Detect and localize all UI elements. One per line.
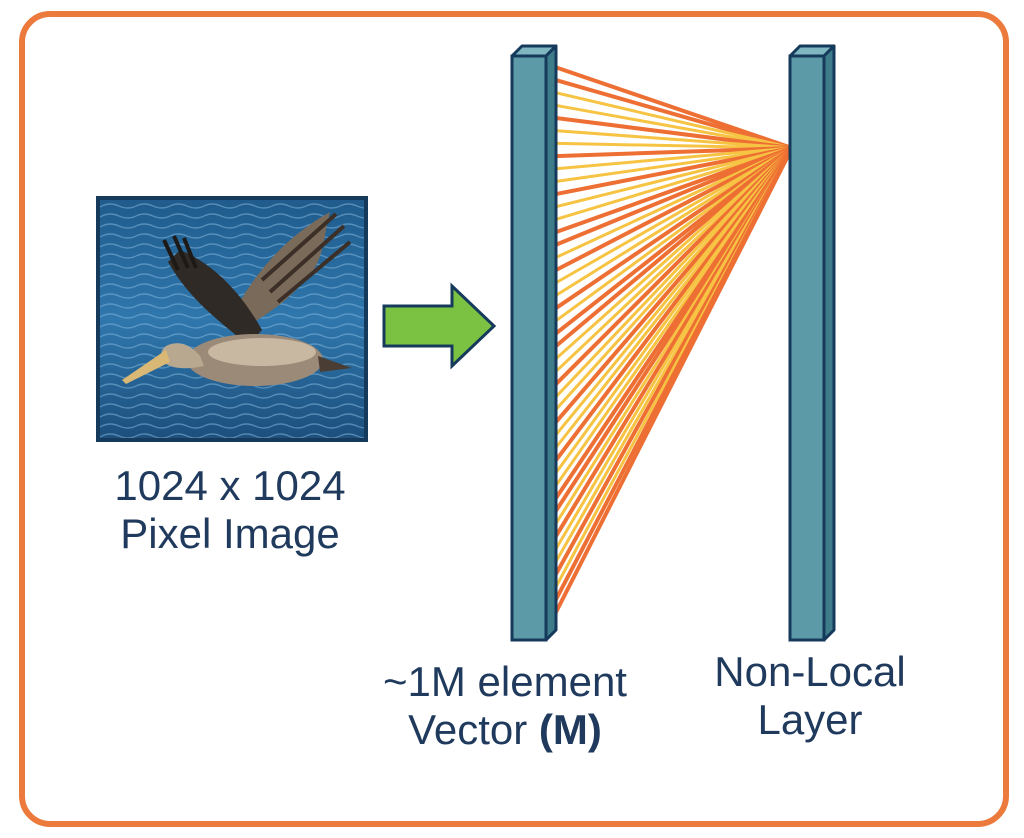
connection-line — [550, 146, 794, 313]
vector-caption: ~1M element Vector (M) — [335, 658, 675, 755]
connection-line — [551, 146, 793, 274]
image-caption: 1024 x 1024 Pixel Image — [60, 462, 400, 559]
image-caption-line1: 1024 x 1024 — [114, 462, 346, 509]
connection-line — [550, 147, 794, 621]
connection-line — [551, 141, 793, 150]
vector-caption-symbol: (M) — [538, 706, 602, 754]
vector-bar — [510, 44, 558, 642]
connection-line — [551, 115, 793, 150]
connection-line — [550, 146, 794, 351]
non-local-layer-bar — [788, 44, 836, 642]
connection-line — [551, 90, 793, 150]
vector-caption-prefix: Vector — [408, 706, 539, 754]
layer-caption: Non-Local Layer — [660, 648, 960, 745]
image-caption-line2: Pixel Image — [120, 510, 340, 558]
connection-line — [551, 64, 793, 150]
connection-line — [551, 146, 793, 223]
connection-line — [551, 146, 793, 159]
connection-line — [551, 146, 793, 197]
connection-line — [551, 146, 793, 210]
vector-caption-line1: ~1M element — [383, 658, 627, 705]
connection-lines — [550, 64, 794, 621]
connection-line — [551, 103, 793, 150]
connection-line — [551, 146, 793, 249]
layer-caption-line2: Layer — [757, 696, 863, 744]
vector-caption-line2: Vector (M) — [335, 706, 675, 754]
connection-line — [551, 146, 793, 171]
connection-line — [551, 146, 793, 364]
connection-line — [551, 76, 793, 150]
pelican-photo-icon — [96, 196, 368, 442]
connection-line — [551, 146, 793, 184]
layer-caption-line1: Non-Local — [714, 648, 906, 695]
connection-line — [551, 128, 793, 150]
connection-line — [551, 146, 793, 287]
right-arrow-icon — [382, 282, 497, 370]
